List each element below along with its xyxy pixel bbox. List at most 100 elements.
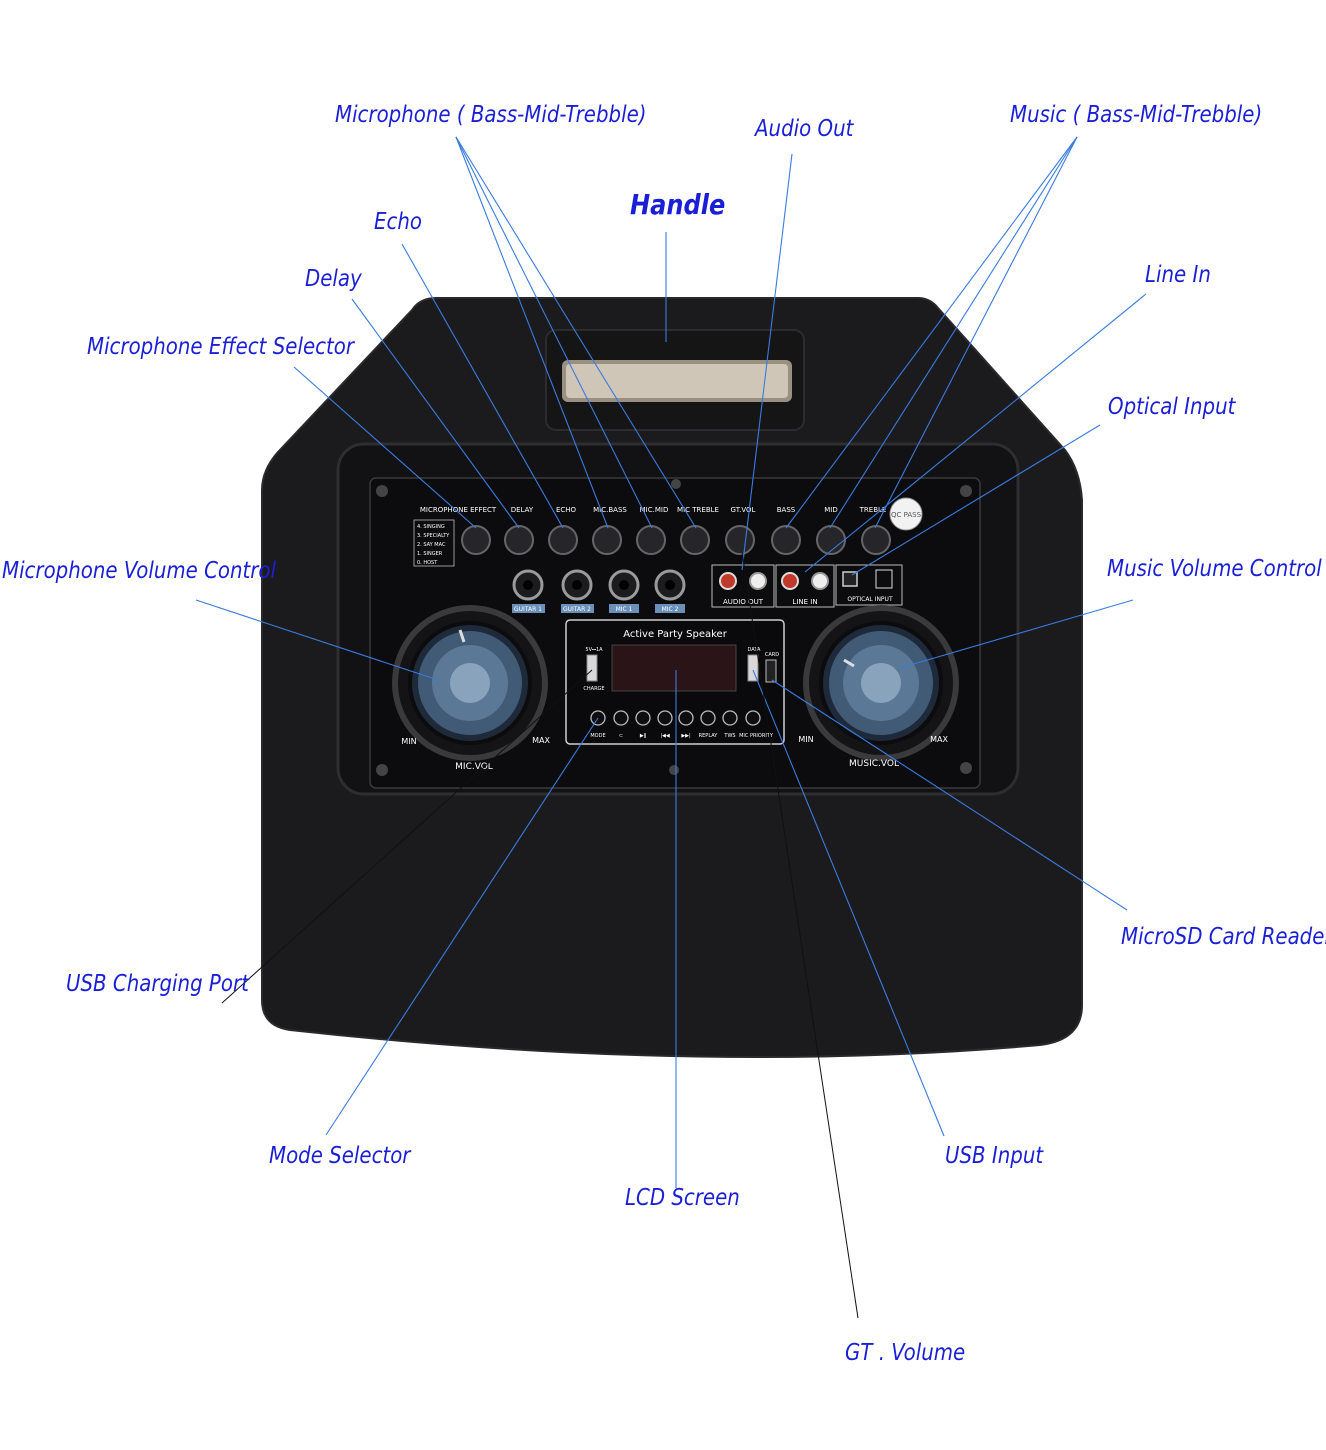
echo-knob[interactable] — [548, 525, 578, 555]
line-in-group: LINE IN — [775, 564, 835, 608]
play-pause-button[interactable] — [635, 710, 651, 726]
next-button-label: ▶▶| — [681, 733, 691, 739]
mic-treble-knob[interactable] — [680, 525, 710, 555]
previous-button[interactable] — [657, 710, 673, 726]
repeat-button[interactable] — [613, 710, 629, 726]
callout-usb-input: USB Input — [945, 1143, 1044, 1169]
jack-label-guitar-1: GUITAR 1 — [514, 606, 542, 613]
callout-microphone-bmt: Microphone ( Bass-Mid-Trebble) — [335, 102, 647, 128]
music-volume-knob[interactable] — [803, 605, 959, 761]
mic-bass-knob[interactable] — [592, 525, 622, 555]
qc-pass-label: QC PASS — [891, 511, 922, 519]
usb-input-port[interactable] — [747, 654, 759, 682]
mic-vol-min-label: MIN — [401, 737, 416, 746]
tws-button[interactable] — [722, 710, 738, 726]
leader-mic-volume — [195, 599, 439, 681]
callout-delay: Delay — [305, 266, 362, 292]
speaker-title: Active Party Speaker — [623, 629, 728, 640]
callout-music-bmt: Music ( Bass-Mid-Trebble) — [1010, 102, 1263, 128]
audio-out-left-jack[interactable] — [719, 572, 737, 590]
callout-gt-volume: GT . Volume — [845, 1340, 966, 1366]
charge-label: CHARGE — [583, 686, 604, 692]
leader-gt-volume — [741, 551, 859, 1319]
leader-echo — [401, 243, 564, 529]
callout-optical-input: Optical Input — [1108, 394, 1236, 420]
knob-label-delay: DELAY — [511, 506, 534, 514]
music-vol-min-label: MIN — [798, 735, 813, 744]
mic-priority-button-label: MIC PRIORITY — [739, 733, 774, 739]
callout-lcd-screen: LCD Screen — [625, 1185, 740, 1211]
tone-knobs — [461, 525, 891, 555]
next-button[interactable] — [678, 710, 694, 726]
effect-mode-2: 2. SAY MAC — [417, 542, 446, 548]
effect-mode-4: 4. SINGING — [417, 524, 445, 530]
callout-mic-volume-control: Microphone Volume Control — [2, 558, 277, 584]
leader-mic-bmt-2 — [455, 136, 653, 529]
effect-mode-0: 0. HOST — [417, 560, 438, 566]
callout-usb-charging-port: USB Charging Port — [66, 971, 249, 997]
mic-effect-knob[interactable] — [461, 525, 491, 555]
audio-out-right-jack[interactable] — [749, 572, 767, 590]
tws-button-label: TWS — [723, 733, 735, 739]
leader-microsd — [771, 679, 1128, 911]
handle — [545, 329, 805, 431]
leader-mode — [325, 717, 599, 1136]
knob-label-bass: BASS — [777, 506, 796, 514]
mode-button-label: MODE — [590, 733, 605, 739]
knob-label-mic-mid: MIC.MID — [640, 506, 669, 514]
mic-mid-knob[interactable] — [636, 525, 666, 555]
mic-vol-label: MIC.VOL — [455, 762, 493, 772]
callout-line-in: Line In — [1145, 262, 1211, 288]
usb-rating-label: 5V⎓1A — [585, 647, 603, 653]
knob-label-mic-bass: MIC.BASS — [593, 506, 627, 514]
knob-label-echo: ECHO — [556, 506, 577, 514]
card-label: CARD — [765, 652, 779, 658]
control-buttons — [590, 710, 761, 726]
knob-label-mid: MID — [824, 506, 838, 514]
line-in-label: LINE IN — [792, 598, 817, 606]
callout-music-volume-control: Music Volume Control — [1107, 556, 1322, 582]
line-in-left-jack[interactable] — [781, 572, 799, 590]
previous-button-label: |◀◀ — [660, 733, 670, 739]
callout-echo: Echo — [374, 209, 423, 235]
treble-knob[interactable] — [861, 525, 891, 555]
callout-audio-out: Audio Out — [755, 116, 854, 142]
mic-priority-button[interactable] — [745, 710, 761, 726]
leader-mic-effect — [293, 366, 477, 529]
data-label: DATA — [748, 647, 761, 653]
leader-lines — [195, 136, 1147, 1188]
mic-volume-knob[interactable] — [392, 605, 548, 761]
replay-button[interactable] — [700, 710, 716, 726]
line-in-right-jack[interactable] — [811, 572, 829, 590]
callout-mode-selector: Mode Selector — [269, 1143, 411, 1169]
jack-label-mic-2: MIC 2 — [662, 606, 679, 613]
mic-vol-max-label: MAX — [532, 736, 550, 745]
knob-label-mic-treble: MIC TREBLE — [677, 506, 719, 514]
knob-label-gt-vol: GT.VOL — [731, 506, 756, 514]
optical-input-port[interactable] — [842, 571, 858, 587]
audio-out-label: AUDIO OUT — [723, 598, 764, 606]
leader-usb-input — [752, 669, 945, 1137]
effect-mode-3: 3. SPECIALTY — [417, 533, 450, 539]
leader-usb-charging — [221, 669, 593, 1004]
leader-optical — [851, 424, 1101, 576]
jack-label-guitar-2: GUITAR 2 — [563, 606, 591, 613]
leader-music-bmt-2 — [829, 136, 1078, 529]
leader-mic-bmt-3 — [455, 136, 697, 529]
optical-input-label: OPTICAL INPUT — [847, 596, 893, 603]
mid-knob[interactable] — [816, 525, 846, 555]
music-vol-max-label: MAX — [930, 735, 948, 744]
repeat-button-label: ⊂ — [619, 733, 623, 739]
effect-mode-1: 1. SINGER — [417, 551, 443, 557]
delay-knob[interactable] — [504, 525, 534, 555]
callout-mic-effect-selector: Microphone Effect Selector — [87, 334, 354, 360]
leader-delay — [351, 298, 520, 529]
usb-charging-port[interactable] — [586, 654, 598, 682]
effect-mode-list: 4. SINGING 3. SPECIALTY 2. SAY MAC 1. SI… — [413, 519, 455, 567]
knob-labels: MICROPHONE EFFECT DELAY ECHO MIC.BASS MI… — [420, 506, 887, 514]
play-pause-button-label: ▶ǁ — [640, 733, 646, 739]
microsd-card-slot[interactable] — [765, 659, 777, 683]
bass-knob[interactable] — [771, 525, 801, 555]
gt-vol-knob[interactable] — [725, 525, 755, 555]
